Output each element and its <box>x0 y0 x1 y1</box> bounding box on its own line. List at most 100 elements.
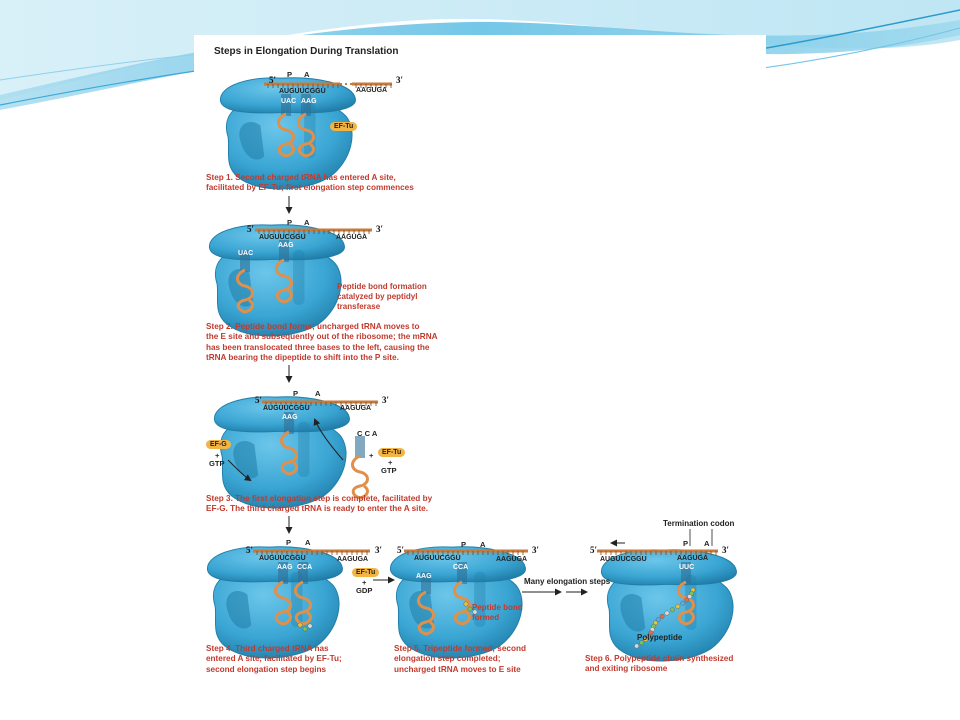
trna-a-step-4 <box>294 562 312 626</box>
step-1-line-2: facilitated by EF-Tu; first elongation s… <box>206 183 414 193</box>
anticodon-aag-4: AAG <box>277 564 293 571</box>
mrna-codons-5: AUGUUCGGU <box>414 555 461 562</box>
step-4-lead: Step 4. <box>206 644 233 653</box>
step-3-line-1: The first elongation step is complete, f… <box>235 494 433 503</box>
a-site-label-5: A <box>480 540 486 549</box>
step-1-line-1: Second charged tRNA has entered A site, <box>235 173 396 182</box>
three-prime-label-3: 3′ <box>382 395 390 405</box>
peptide-bond-formation-label: Peptide bond formation catalyzed by pept… <box>337 282 427 311</box>
mrna-tail-2: AAGUGA <box>336 234 368 241</box>
five-prime-label-4: 5′ <box>246 545 254 555</box>
a-site-label-3: A <box>315 389 321 398</box>
five-prime-label-3: 5′ <box>255 395 263 405</box>
ribosome-step-2 <box>209 224 345 337</box>
mrna-tail-3: AAGUGA <box>340 405 372 412</box>
p-site-label-5: P <box>461 540 467 549</box>
three-prime-label-1: 3′ <box>396 75 404 85</box>
trna-p-step-1 <box>277 94 295 158</box>
plus-gdp-4: + <box>362 578 367 587</box>
five-prime-label-1: 5′ <box>269 75 277 85</box>
plus-gtp-3: + <box>388 458 393 467</box>
a-site-label-6: A <box>704 539 710 548</box>
step-6-caption: Step 6. Polypeptide chain synthesized an… <box>585 654 733 675</box>
anticodon-uac-2: UAC <box>238 250 254 257</box>
trna-incoming-step-3 <box>351 436 369 500</box>
p-site-label-2: P <box>287 218 293 227</box>
step-5-line-2: elongation step completed; <box>394 654 501 664</box>
anticodon-aag-5: AAG <box>416 573 432 580</box>
step-2-line-3: has been translocated three bases to the… <box>206 342 430 352</box>
step-3-lead: Step 3. <box>206 494 233 503</box>
five-prime-label-6: 5′ <box>590 545 598 555</box>
mrna-codons-3: AUGUUCGGU <box>263 405 310 412</box>
three-prime-label-6: 3′ <box>722 545 730 555</box>
ribosome-step-4 <box>207 546 343 659</box>
mrna-codons-1: AUGUUCGGU <box>279 88 326 95</box>
three-prime-label-5: 3′ <box>532 545 540 555</box>
trna-a-step-1 <box>297 94 315 158</box>
trna-p-step-6 <box>677 562 695 626</box>
mrna-tail-4: AAGUGA <box>337 556 369 563</box>
step-2-line-1: Peptide bond forms; uncharged tRNA moves… <box>235 322 420 331</box>
mrna-tail-1: AAGUGA <box>356 87 388 94</box>
gdp-label-4: GDP <box>356 586 373 595</box>
peptide-bond-formed-label: Peptide bond formed <box>472 603 523 622</box>
step-5-caption: Step 5. Tripeptide formed; second elonga… <box>394 644 526 675</box>
three-prime-label-4: 3′ <box>375 545 383 555</box>
mrna-codons-2: AUGUUCGGU <box>259 234 306 241</box>
ef-g-badge: EF-G <box>206 440 231 449</box>
trna-p-step-2 <box>275 240 293 304</box>
p-site-label-4: P <box>286 538 292 547</box>
ef-tu-badge-1: EF-Tu <box>330 122 358 131</box>
anticodon-uuc-6: UUC <box>679 564 695 571</box>
many-elongation-steps-label: Many elongation steps <box>524 577 611 586</box>
polypeptide-label: Polypeptide <box>637 633 683 642</box>
gtp-label-3b: GTP <box>381 466 397 475</box>
p-site-label-3: P <box>293 389 299 398</box>
step-4-line-3: second elongation step begins <box>206 664 327 674</box>
step-5-lead: Step 5. <box>394 644 421 653</box>
anticodon-uac-1: UAC <box>281 98 297 105</box>
ef-tu-badge-3: EF-Tu <box>378 448 406 457</box>
termination-codon-label: Termination codon <box>663 519 735 528</box>
p-site-label-6: P <box>683 539 689 548</box>
step-2-caption: Step 2. Peptide bond forms; uncharged tR… <box>206 322 438 363</box>
step-3-caption: Step 3. The first elongation step is com… <box>206 494 432 515</box>
step-6-lead: Step 6. <box>585 654 612 663</box>
trna-p-step-5 <box>453 562 471 626</box>
gtp-label-3a: GTP <box>209 459 225 468</box>
step-2-lead: Step 2. <box>206 322 233 331</box>
anticodon-aag-3: AAG <box>282 414 298 421</box>
anticodon-cca-4: CCA <box>297 564 313 571</box>
anticodon-cca-5: CCA <box>453 564 469 571</box>
trna-e-step-2 <box>236 250 254 314</box>
step-1-caption: Step 1. Second charged tRNA has entered … <box>206 173 414 194</box>
step-6-line-2: and exiting ribosome <box>585 664 668 674</box>
five-prime-label-2: 5′ <box>247 224 255 234</box>
step-6-line-1: Polypeptide chain synthesized <box>614 654 734 663</box>
step-4-line-1: Third charged tRNA has <box>235 644 329 653</box>
swoosh-top <box>0 0 960 100</box>
step-4-line-2: entered A site, facilitated by EF-Tu; <box>206 654 342 664</box>
three-prime-label-2: 3′ <box>376 224 384 234</box>
step-2-line-2: the E site and subsequently out of the r… <box>206 332 438 342</box>
step-5-line-3: uncharged tRNA moves to E site <box>394 664 521 674</box>
cca-label-3: C C A <box>357 429 378 438</box>
step-3-line-2: EF-G. The third charged tRNA is ready to… <box>206 504 429 514</box>
polypeptide-chain-step-6 <box>634 587 696 649</box>
trna-p-step-4 <box>274 562 292 626</box>
ribosome-step-6 <box>601 549 737 662</box>
anticodon-aag-1: AAG <box>301 98 317 105</box>
peptide-step-5 <box>463 601 478 615</box>
mrna-tail-6: AAGUGA <box>677 555 709 562</box>
anticodon-aag-2: AAG <box>278 242 294 249</box>
step-5-line-1: Tripeptide formed; second <box>423 644 526 653</box>
ef-tu-badge-4: EF-Tu <box>352 568 380 577</box>
a-site-label-1: A <box>304 70 310 79</box>
step-4-caption: Step 4. Third charged tRNA has entered A… <box>206 644 342 675</box>
plus-ef-g: + <box>215 451 220 460</box>
peptide-step-4 <box>297 622 313 632</box>
step-1-lead: Step 1. <box>206 173 233 182</box>
five-prime-label-5: 5′ <box>397 545 405 555</box>
